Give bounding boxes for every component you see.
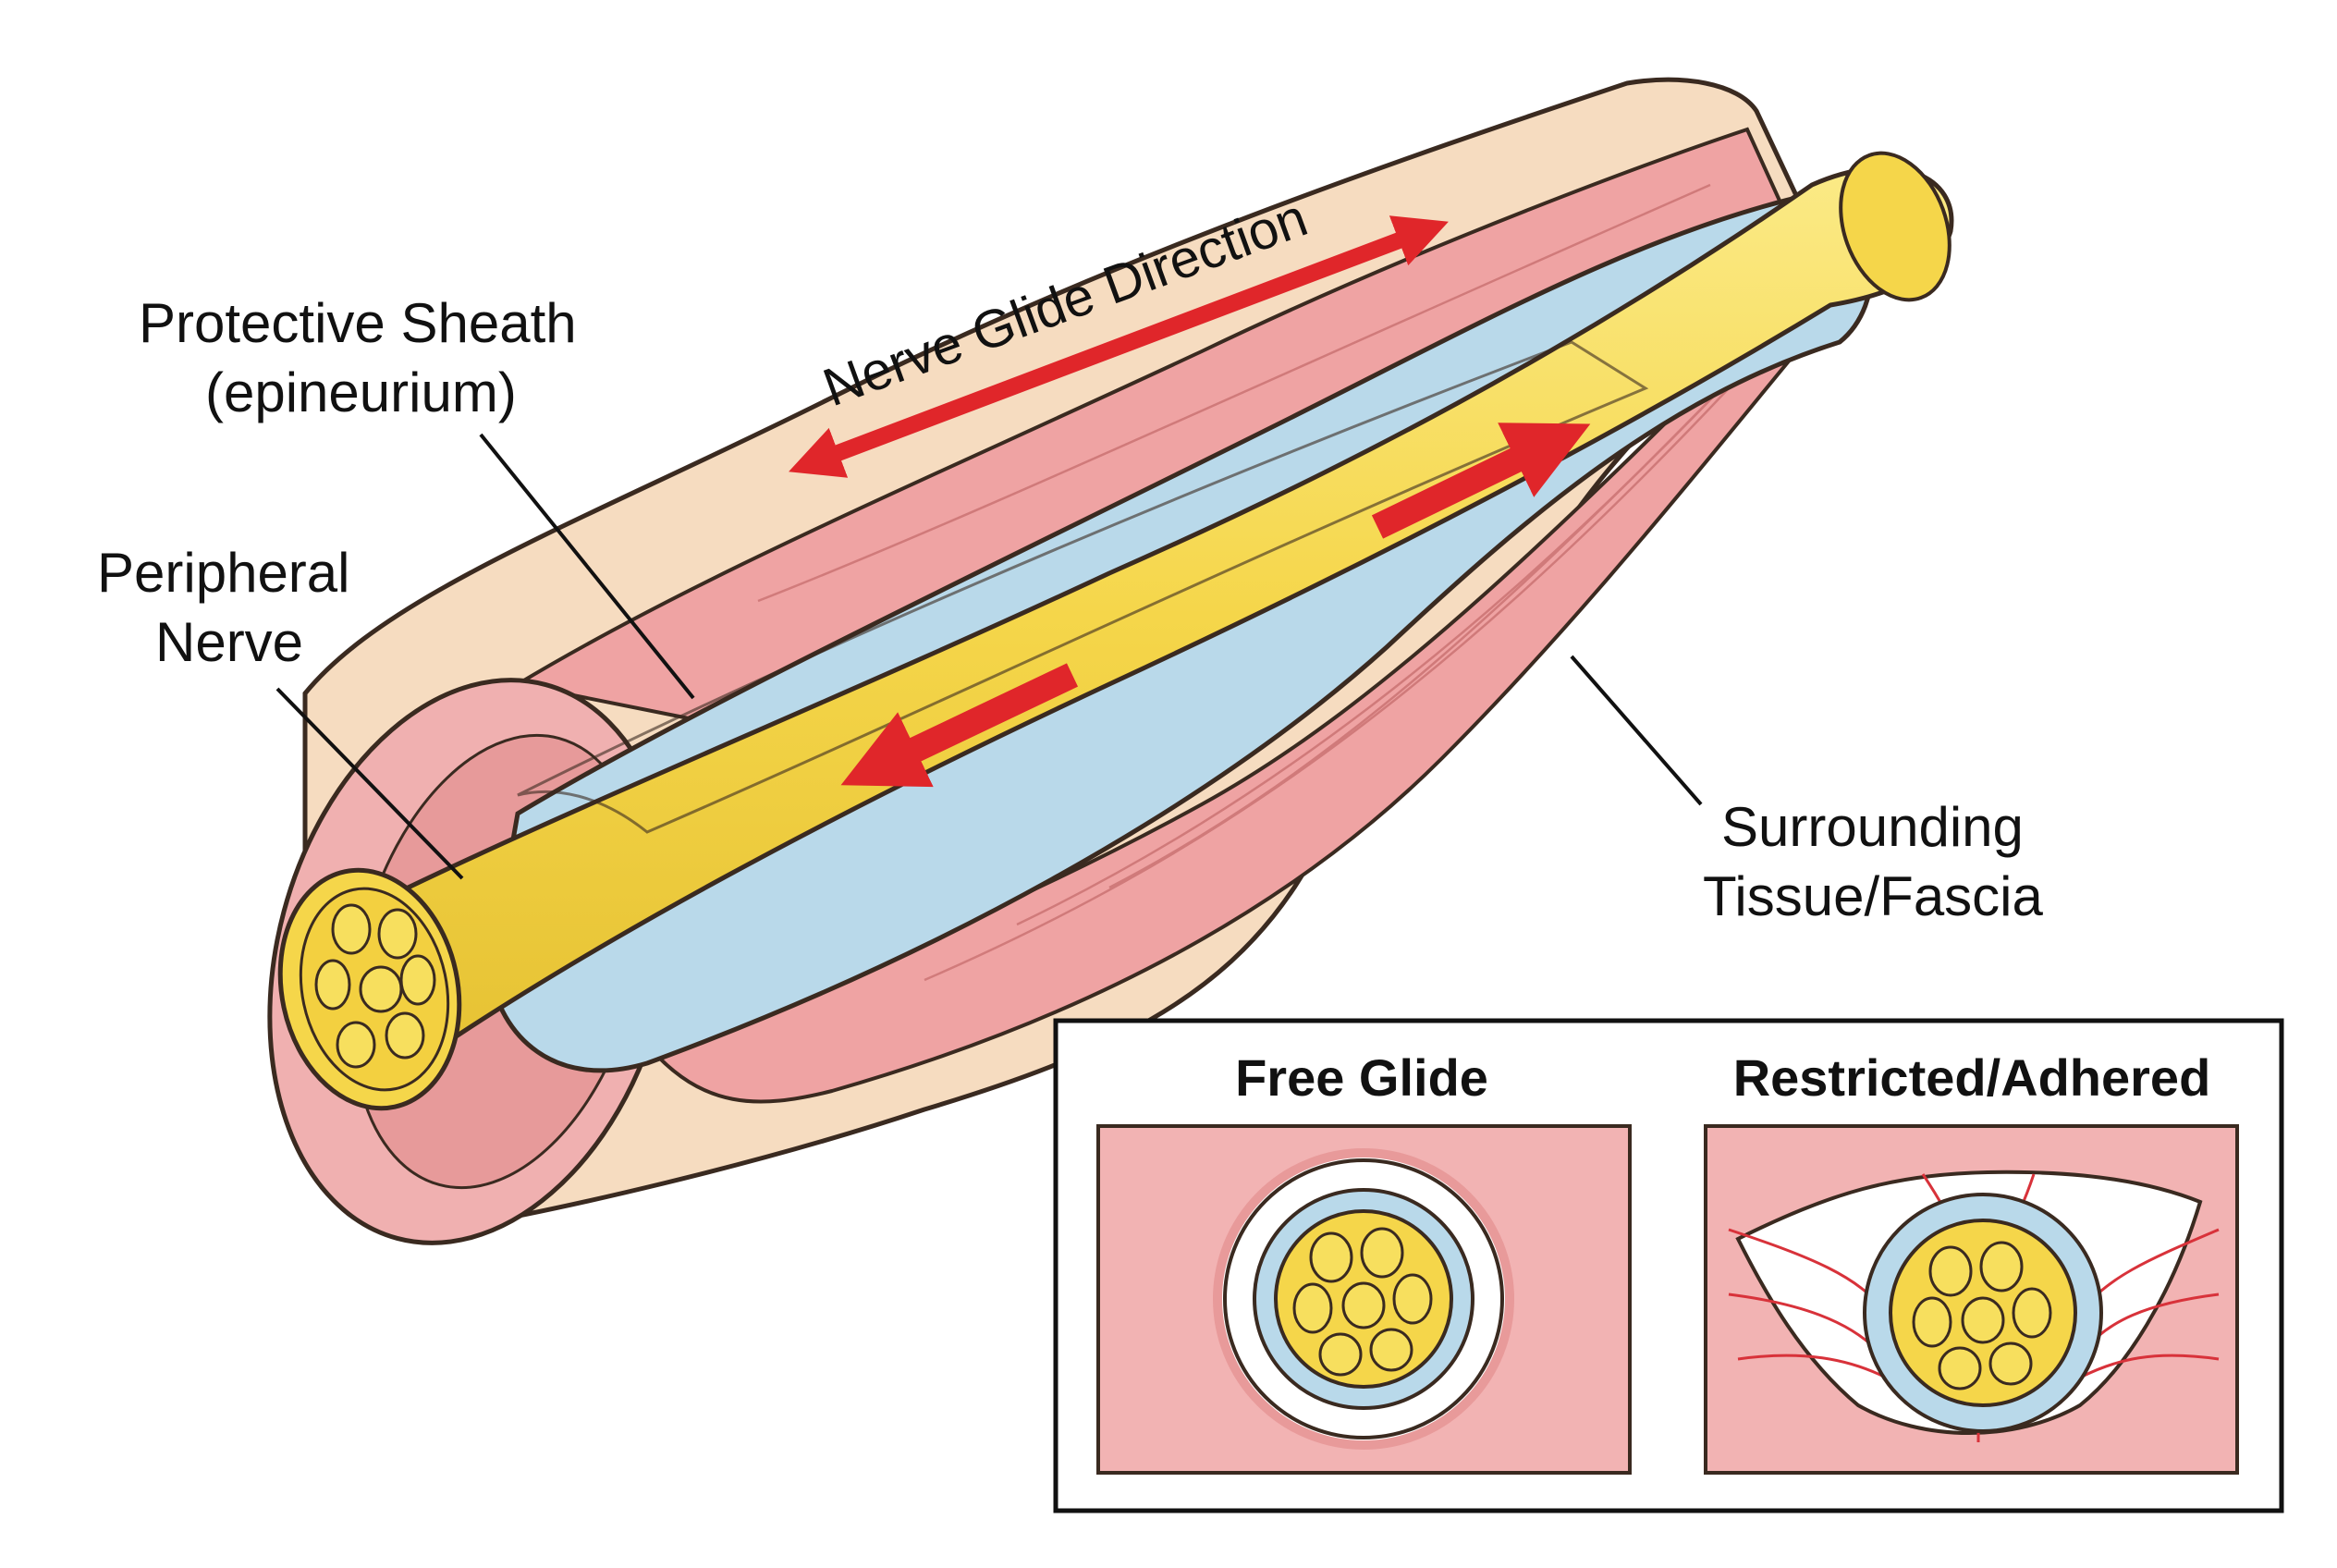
tissue-leader-line xyxy=(1570,655,1703,806)
nerve-leader-line xyxy=(275,687,464,880)
arrow-forward xyxy=(1371,423,1591,539)
sheath-leader-line xyxy=(479,433,695,700)
surrounding-tissue-sublabel: Tissue/Fascia xyxy=(1703,865,2044,927)
protective-sheath-label: Protective Sheath xyxy=(139,292,577,354)
nerve-cross-section xyxy=(277,867,462,1111)
peripheral-nerve-label: Peripheral xyxy=(97,542,350,604)
restricted-panel xyxy=(1704,1124,2239,1475)
arrow-backward xyxy=(840,663,1079,788)
restricted-title: Restricted/Adhered xyxy=(1733,1048,2211,1107)
comparison-inset: Free Glide Restricted/Adhered xyxy=(1053,1018,2284,1513)
protective-sheath-sublabel: (epineurium) xyxy=(205,361,517,423)
free-glide-title: Free Glide xyxy=(1235,1048,1488,1107)
glide-arrows xyxy=(840,423,1591,788)
glide-direction-arrow xyxy=(789,215,1449,478)
free-glide-panel xyxy=(1096,1124,1632,1475)
peripheral-nerve-sublabel: Nerve xyxy=(155,611,303,673)
peripheral-nerve xyxy=(348,165,1954,1067)
surrounding-tissue-label: Surrounding xyxy=(1721,796,2024,858)
